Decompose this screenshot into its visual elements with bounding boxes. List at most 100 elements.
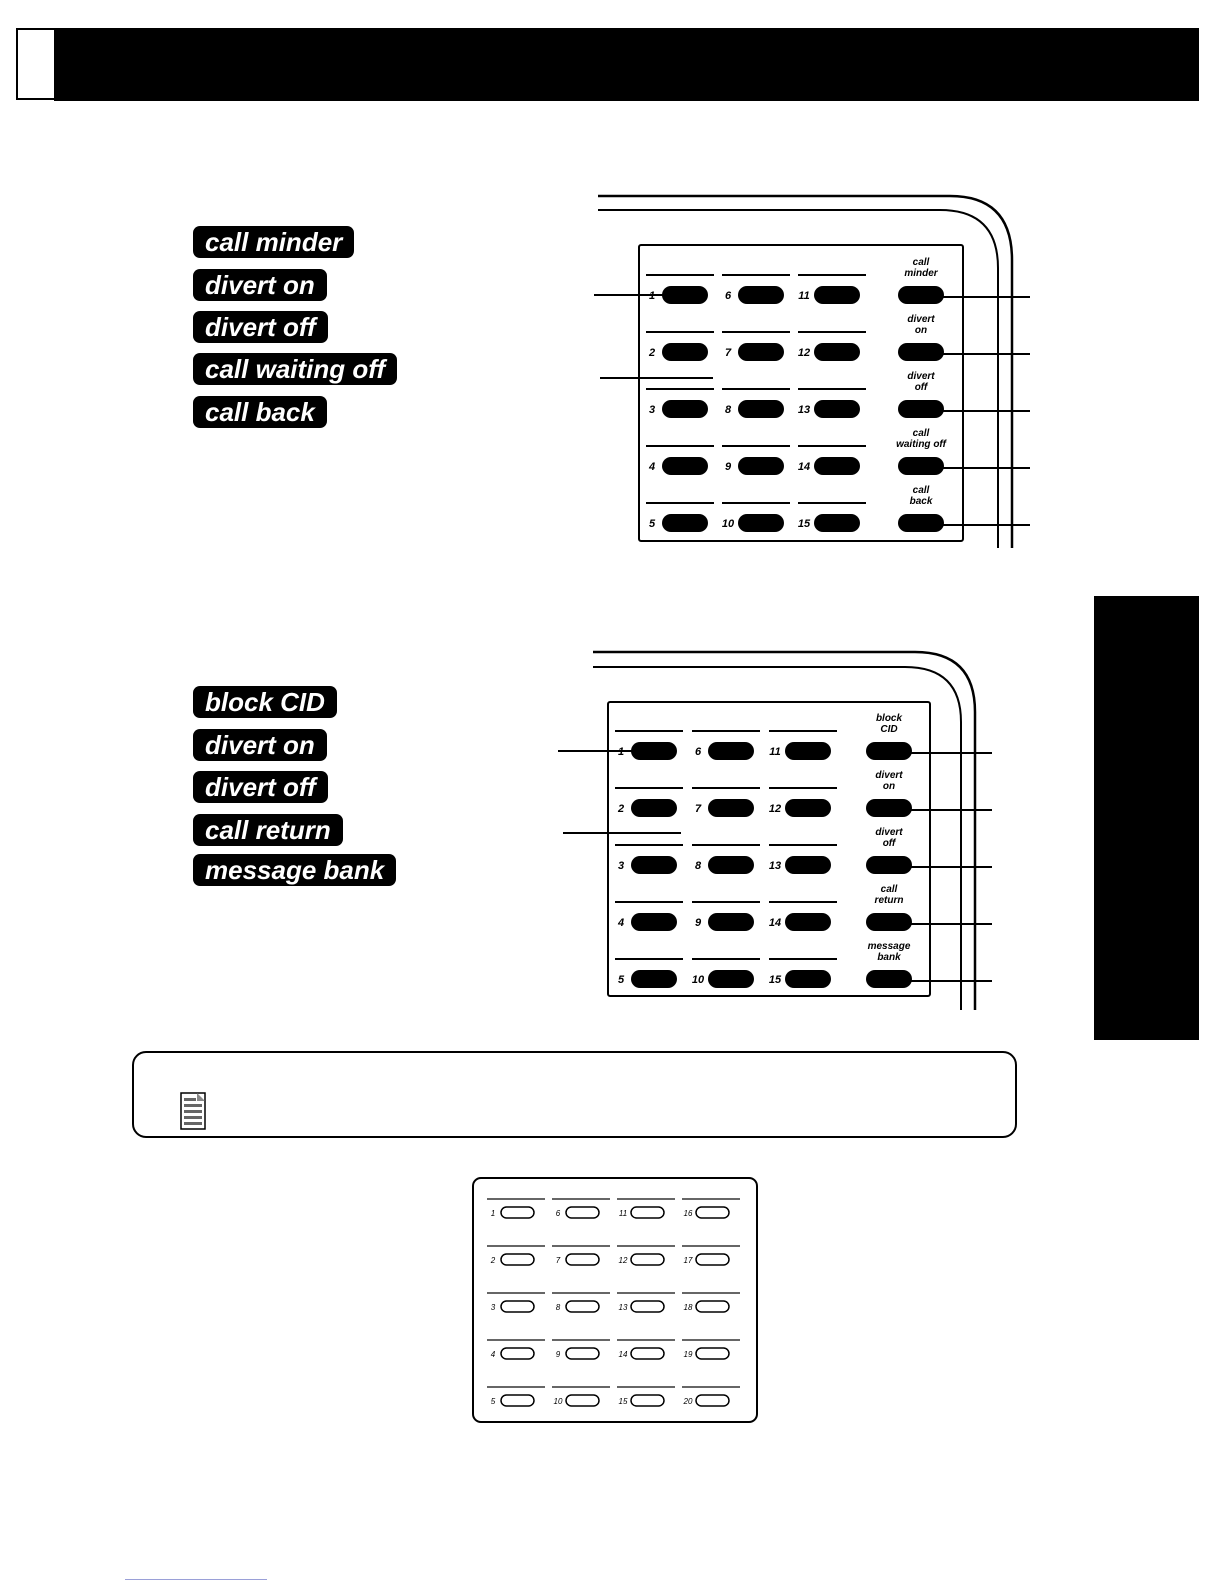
feature-pill-call-return: call return — [193, 814, 343, 846]
key-number-label: 6 — [725, 290, 732, 302]
side-tab — [1094, 596, 1199, 1040]
note-box — [132, 1051, 1017, 1138]
blank-key — [500, 1206, 535, 1219]
speed-dial-key — [662, 400, 708, 418]
speed-dial-key — [662, 457, 708, 475]
feature-key-label: block — [876, 713, 903, 724]
speed-dial-key — [708, 742, 754, 760]
key-number-label: 18 — [684, 1303, 693, 1312]
speed-dial-key — [814, 457, 860, 475]
key-number-label: 13 — [798, 404, 810, 416]
key-number-label: 17 — [684, 1256, 693, 1265]
speed-dial-key — [785, 913, 831, 931]
speed-dial-key — [738, 514, 784, 532]
speed-dial-key — [785, 970, 831, 988]
speed-dial-key — [814, 514, 860, 532]
feature-key-label: divert — [907, 371, 935, 382]
key-number-label: 8 — [695, 860, 702, 872]
feature-key — [898, 286, 944, 304]
note-icon — [180, 1092, 206, 1130]
key-number-label: 9 — [695, 917, 702, 929]
feature-key-label: off — [883, 838, 897, 849]
key-number-label: 7 — [695, 803, 702, 815]
feature-key-label: bank — [877, 952, 901, 963]
feature-key-label: message — [868, 941, 911, 952]
key-number-label: 2 — [648, 347, 655, 359]
key-number-label: 5 — [649, 518, 656, 530]
feature-key-label: CID — [880, 724, 897, 735]
blank-key — [630, 1253, 665, 1266]
speed-dial-key — [662, 343, 708, 361]
key-number-label: 12 — [769, 803, 781, 815]
feature-key-label: divert — [875, 770, 903, 781]
feature-key-label: off — [915, 382, 929, 393]
speed-dial-key — [708, 856, 754, 874]
feature-key-label: divert — [875, 827, 903, 838]
key-number-label: 5 — [491, 1397, 496, 1406]
key-number-label: 6 — [695, 746, 702, 758]
key-number-label: 2 — [617, 803, 624, 815]
key-number-label: 4 — [491, 1350, 496, 1359]
blank-key — [695, 1253, 730, 1266]
feature-key-label: call — [881, 884, 898, 895]
key-number-label: 16 — [684, 1209, 693, 1218]
speed-dial-key — [631, 856, 677, 874]
feature-key-label: call — [913, 257, 930, 268]
feature-key-label: return — [875, 895, 904, 906]
speed-dial-key — [662, 286, 708, 304]
feature-key-label: divert — [907, 314, 935, 325]
speed-dial-key — [814, 343, 860, 361]
feature-key — [898, 400, 944, 418]
key-number-label: 8 — [556, 1303, 561, 1312]
blank-key — [500, 1253, 535, 1266]
keypad-illustration-b: 1611blockCID2712diverton3813divertoff491… — [558, 650, 992, 1010]
blank-key — [630, 1206, 665, 1219]
feature-key-label: back — [910, 496, 933, 507]
key-number-label: 10 — [692, 974, 705, 986]
footer-rule — [125, 1579, 267, 1580]
key-number-label: 2 — [490, 1256, 496, 1265]
speed-dial-key — [631, 799, 677, 817]
feature-pill-message-bank: message bank — [193, 854, 397, 886]
key-number-label: 15 — [769, 974, 782, 986]
blank-key — [565, 1253, 600, 1266]
feature-key-label: on — [915, 325, 927, 336]
feature-pill-call-waiting-off: call waiting off — [193, 353, 398, 385]
feature-pill-call-back: call back — [193, 396, 327, 428]
key-number-label: 10 — [722, 518, 735, 530]
key-number-label: 14 — [769, 917, 781, 929]
feature-pill-call-minder: call minder — [193, 226, 355, 258]
key-number-label: 9 — [556, 1350, 561, 1359]
key-number-label: 12 — [619, 1256, 628, 1265]
speed-dial-key — [814, 400, 860, 418]
key-number-label: 12 — [798, 347, 810, 359]
key-number-label: 1 — [491, 1209, 495, 1218]
feature-pill-divert-off: divert off — [193, 771, 328, 803]
speed-dial-key — [631, 970, 677, 988]
feature-key-label: waiting off — [896, 439, 947, 450]
blank-key — [695, 1206, 730, 1219]
speed-dial-key — [708, 913, 754, 931]
speed-dial-key — [814, 286, 860, 304]
speed-dial-key — [785, 856, 831, 874]
blank-key — [565, 1347, 600, 1360]
blank-key — [695, 1300, 730, 1313]
speed-dial-key — [785, 799, 831, 817]
feature-key — [898, 457, 944, 475]
key-number-label: 13 — [769, 860, 781, 872]
feature-key-label: call — [913, 428, 930, 439]
feature-key — [898, 343, 944, 361]
key-number-label: 3 — [491, 1303, 496, 1312]
key-number-label: 8 — [725, 404, 732, 416]
feature-pill-block-cid: block CID — [193, 686, 337, 718]
key-number-label: 14 — [619, 1350, 628, 1359]
blank-key — [500, 1347, 535, 1360]
feature-pill-divert-off: divert off — [193, 311, 328, 343]
speed-dial-key — [631, 742, 677, 760]
key-number-label: 4 — [648, 461, 655, 473]
key-number-label: 10 — [554, 1397, 563, 1406]
key-number-label: 15 — [798, 518, 811, 530]
blank-key — [565, 1394, 600, 1407]
feature-key-label: call — [913, 485, 930, 496]
